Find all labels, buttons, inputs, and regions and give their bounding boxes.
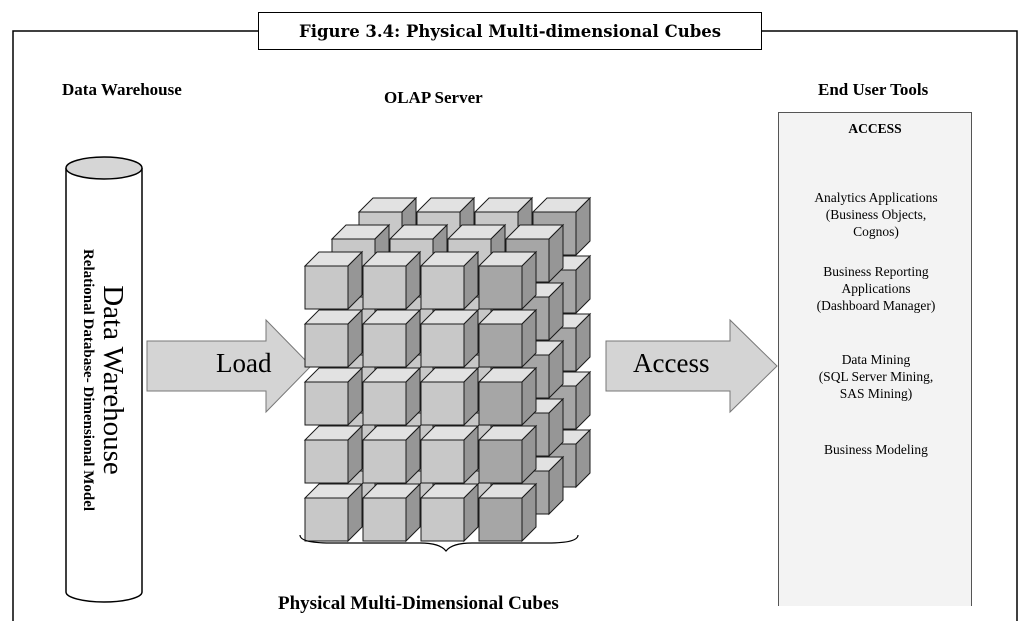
tool-line: (SQL Server Mining, [818,369,934,384]
cube [419,366,480,427]
cube [419,482,480,543]
cube [361,250,422,311]
cube [419,308,480,369]
cubes-brace [299,534,579,552]
cube [303,308,364,369]
access-arrow-label: Access [633,348,710,378]
cube [303,424,364,485]
tool-line: (Dashboard Manager) [816,298,936,313]
tool-data-mining: Data Mining (SQL Server Mining, SAS Mini… [783,351,969,402]
cubes-caption: Physical Multi-Dimensional Cubes [278,593,559,614]
cube [361,482,422,543]
tool-business-modeling: Business Modeling [783,441,969,458]
cube [303,482,364,543]
cube [477,308,538,369]
load-arrow [146,318,312,414]
tool-line: Cognos) [853,224,899,239]
load-arrow-label: Load [216,348,272,378]
cube [504,223,565,284]
cube [361,424,422,485]
data-warehouse-cylinder [65,156,143,603]
cylinder-subtitle: Relational Database- Dimensional Model [80,248,96,512]
cube [477,366,538,427]
cube [477,250,538,311]
figure-caption: Figure 3.4: Physical Multi-dimensional C… [258,12,762,50]
access-arrow [605,318,778,414]
tool-line: (Business Objects, [825,207,927,222]
cube [361,308,422,369]
cube [477,482,538,543]
olap-server-heading: OLAP Server [384,88,483,107]
olap-cube-cluster [303,196,592,543]
outer-frame [12,30,1018,621]
cylinder-label: Data Warehouse Relational Database- Dime… [79,249,129,511]
tool-line: Applications [841,281,911,296]
cube [477,424,538,485]
cube [303,366,364,427]
cube [303,250,364,311]
data-warehouse-heading: Data Warehouse [62,80,182,99]
tool-line: Business Modeling [824,442,928,457]
tool-line: Business Reporting [823,264,929,279]
end-user-tools-panel: ACCESS Analytics Applications (Business … [778,112,972,606]
cube [419,250,480,311]
tool-line: SAS Mining) [839,386,913,401]
tools-panel-header: ACCESS [848,121,902,136]
tool-business-reporting: Business Reporting Applications (Dashboa… [783,263,969,314]
cylinder-title: Data Warehouse [97,285,129,475]
tool-analytics-applications: Analytics Applications (Business Objects… [783,189,969,240]
cube [361,366,422,427]
cube [419,424,480,485]
end-user-tools-heading: End User Tools [818,80,929,99]
tool-line: Data Mining [841,352,911,367]
tool-line: Analytics Applications [814,190,938,205]
